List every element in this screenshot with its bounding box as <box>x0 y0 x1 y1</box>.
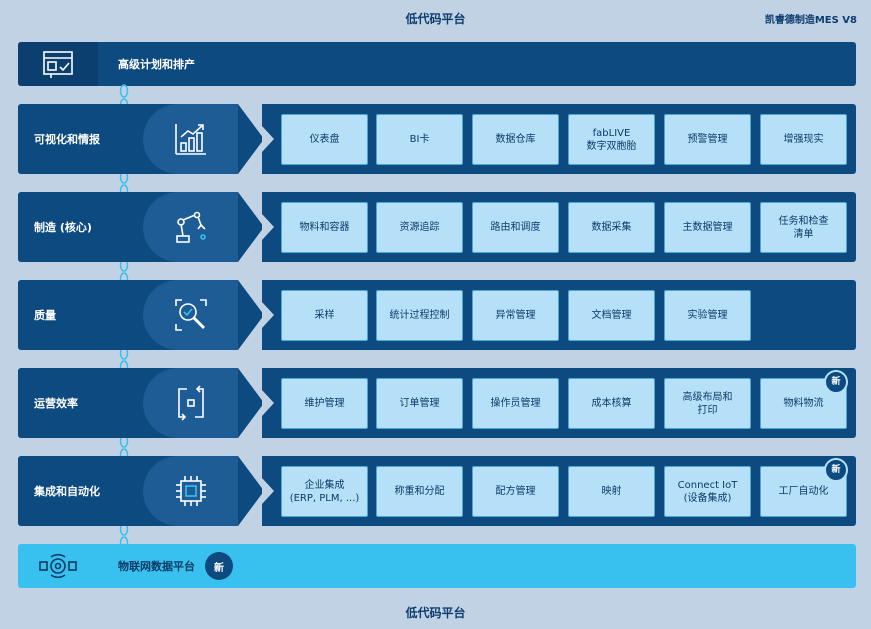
tile-material-logistics[interactable]: 物料物流 新 <box>760 370 848 429</box>
tile-document-management[interactable]: 文档管理 <box>568 290 655 341</box>
category-operations[interactable]: 运营效率 <box>18 368 264 438</box>
cycle-arrows-icon <box>178 385 204 421</box>
tile-label: 工厂自动化 <box>778 486 829 497</box>
tile-order-management[interactable]: 订单管理 <box>376 378 463 429</box>
tile-data-warehouse[interactable]: 数据仓库 <box>472 114 559 165</box>
advanced-planning-bar[interactable]: 高级计划和排产 <box>18 42 856 86</box>
tile-mapping[interactable]: 映射 <box>568 466 655 517</box>
panel-manufacturing: 物料和容器 资源追踪 路由和调度 数据采集 主数据管理 任务和检查 清单 <box>262 192 856 262</box>
tile-alert-management[interactable]: 预警管理 <box>664 114 751 165</box>
tile-routing-dispatch[interactable]: 路由和调度 <box>472 202 559 253</box>
tile-fablive-digital-twin[interactable]: fabLIVE 数字双胞胎 <box>568 114 655 165</box>
tile-operator-management[interactable]: 操作员管理 <box>472 378 559 429</box>
robot-arm-icon <box>176 211 206 243</box>
tile-master-data[interactable]: 主数据管理 <box>664 202 751 253</box>
tile-maintenance[interactable]: 维护管理 <box>281 378 368 429</box>
brand-label: 凯睿德制造MES V8 <box>764 15 857 26</box>
tile-sampling[interactable]: 采样 <box>281 290 368 341</box>
tile-resource-tracking[interactable]: 资源追踪 <box>376 202 463 253</box>
tile-data-collection[interactable]: 数据采集 <box>568 202 655 253</box>
category-label: 运营效率 <box>34 397 78 410</box>
tile-enterprise-integration[interactable]: 企业集成 (ERP, PLM, ...) <box>281 466 368 517</box>
tile-exception-management[interactable]: 异常管理 <box>472 290 559 341</box>
tile-materials-containers[interactable]: 物料和容器 <box>281 202 368 253</box>
tile-factory-automation[interactable]: 工厂自动化 新 <box>760 458 848 517</box>
tile-bi-card[interactable]: BI卡 <box>376 114 463 165</box>
tile-connect-iot[interactable]: Connect IoT (设备集成) <box>664 466 751 517</box>
tile-label: 物料物流 <box>783 398 824 409</box>
new-badge: 新 <box>205 552 233 580</box>
panel-visualization: 仪表盘 BI卡 数据仓库 fabLIVE 数字双胞胎 预警管理 增强现实 <box>262 104 856 174</box>
panel-integration: 企业集成 (ERP, PLM, ...) 称重和分配 配方管理 映射 Conne… <box>262 456 856 526</box>
iot-signal-icon <box>18 544 98 588</box>
category-integration[interactable]: 集成和自动化 <box>18 456 264 526</box>
tile-augmented-reality[interactable]: 增强现实 <box>760 114 847 165</box>
category-visualization[interactable]: 可视化和情报 <box>18 104 264 174</box>
panel-operations: 维护管理 订单管理 操作员管理 成本核算 高级布局和 打印 物料物流 新 <box>262 368 856 438</box>
tile-costing[interactable]: 成本核算 <box>568 378 655 429</box>
category-label: 集成和自动化 <box>34 485 100 498</box>
iot-data-platform-bar[interactable]: 物联网数据平台 新 <box>18 544 856 588</box>
tile-dashboard[interactable]: 仪表盘 <box>281 114 368 165</box>
iot-data-platform-label: 物联网数据平台 <box>118 560 195 573</box>
category-label: 质量 <box>34 309 56 322</box>
tile-spc[interactable]: 统计过程控制 <box>376 290 463 341</box>
advanced-planning-label: 高级计划和排产 <box>118 58 195 71</box>
inspection-magnifier-icon <box>175 299 207 331</box>
new-badge: 新 <box>824 458 848 482</box>
page-title: 低代码平台 <box>405 12 466 26</box>
chart-growth-icon <box>175 124 206 155</box>
footer-title: 低代码平台 <box>405 606 466 620</box>
chip-icon <box>176 476 206 506</box>
category-quality[interactable]: 质量 <box>18 280 264 350</box>
tile-layout-printing[interactable]: 高级布局和 打印 <box>664 378 751 429</box>
tile-weigh-dispense[interactable]: 称重和分配 <box>376 466 463 517</box>
new-badge: 新 <box>824 370 848 394</box>
panel-quality: 采样 统计过程控制 异常管理 文档管理 实验管理 <box>262 280 856 350</box>
tile-tasks-checklists[interactable]: 任务和检查 清单 <box>760 202 847 253</box>
tile-recipe-management[interactable]: 配方管理 <box>472 466 559 517</box>
tile-experiment-management[interactable]: 实验管理 <box>664 290 751 341</box>
category-label: 可视化和情报 <box>34 133 100 146</box>
planning-board-icon <box>18 42 98 86</box>
category-label: 制造 (核心) <box>34 221 92 234</box>
category-manufacturing[interactable]: 制造 (核心) <box>18 192 264 262</box>
